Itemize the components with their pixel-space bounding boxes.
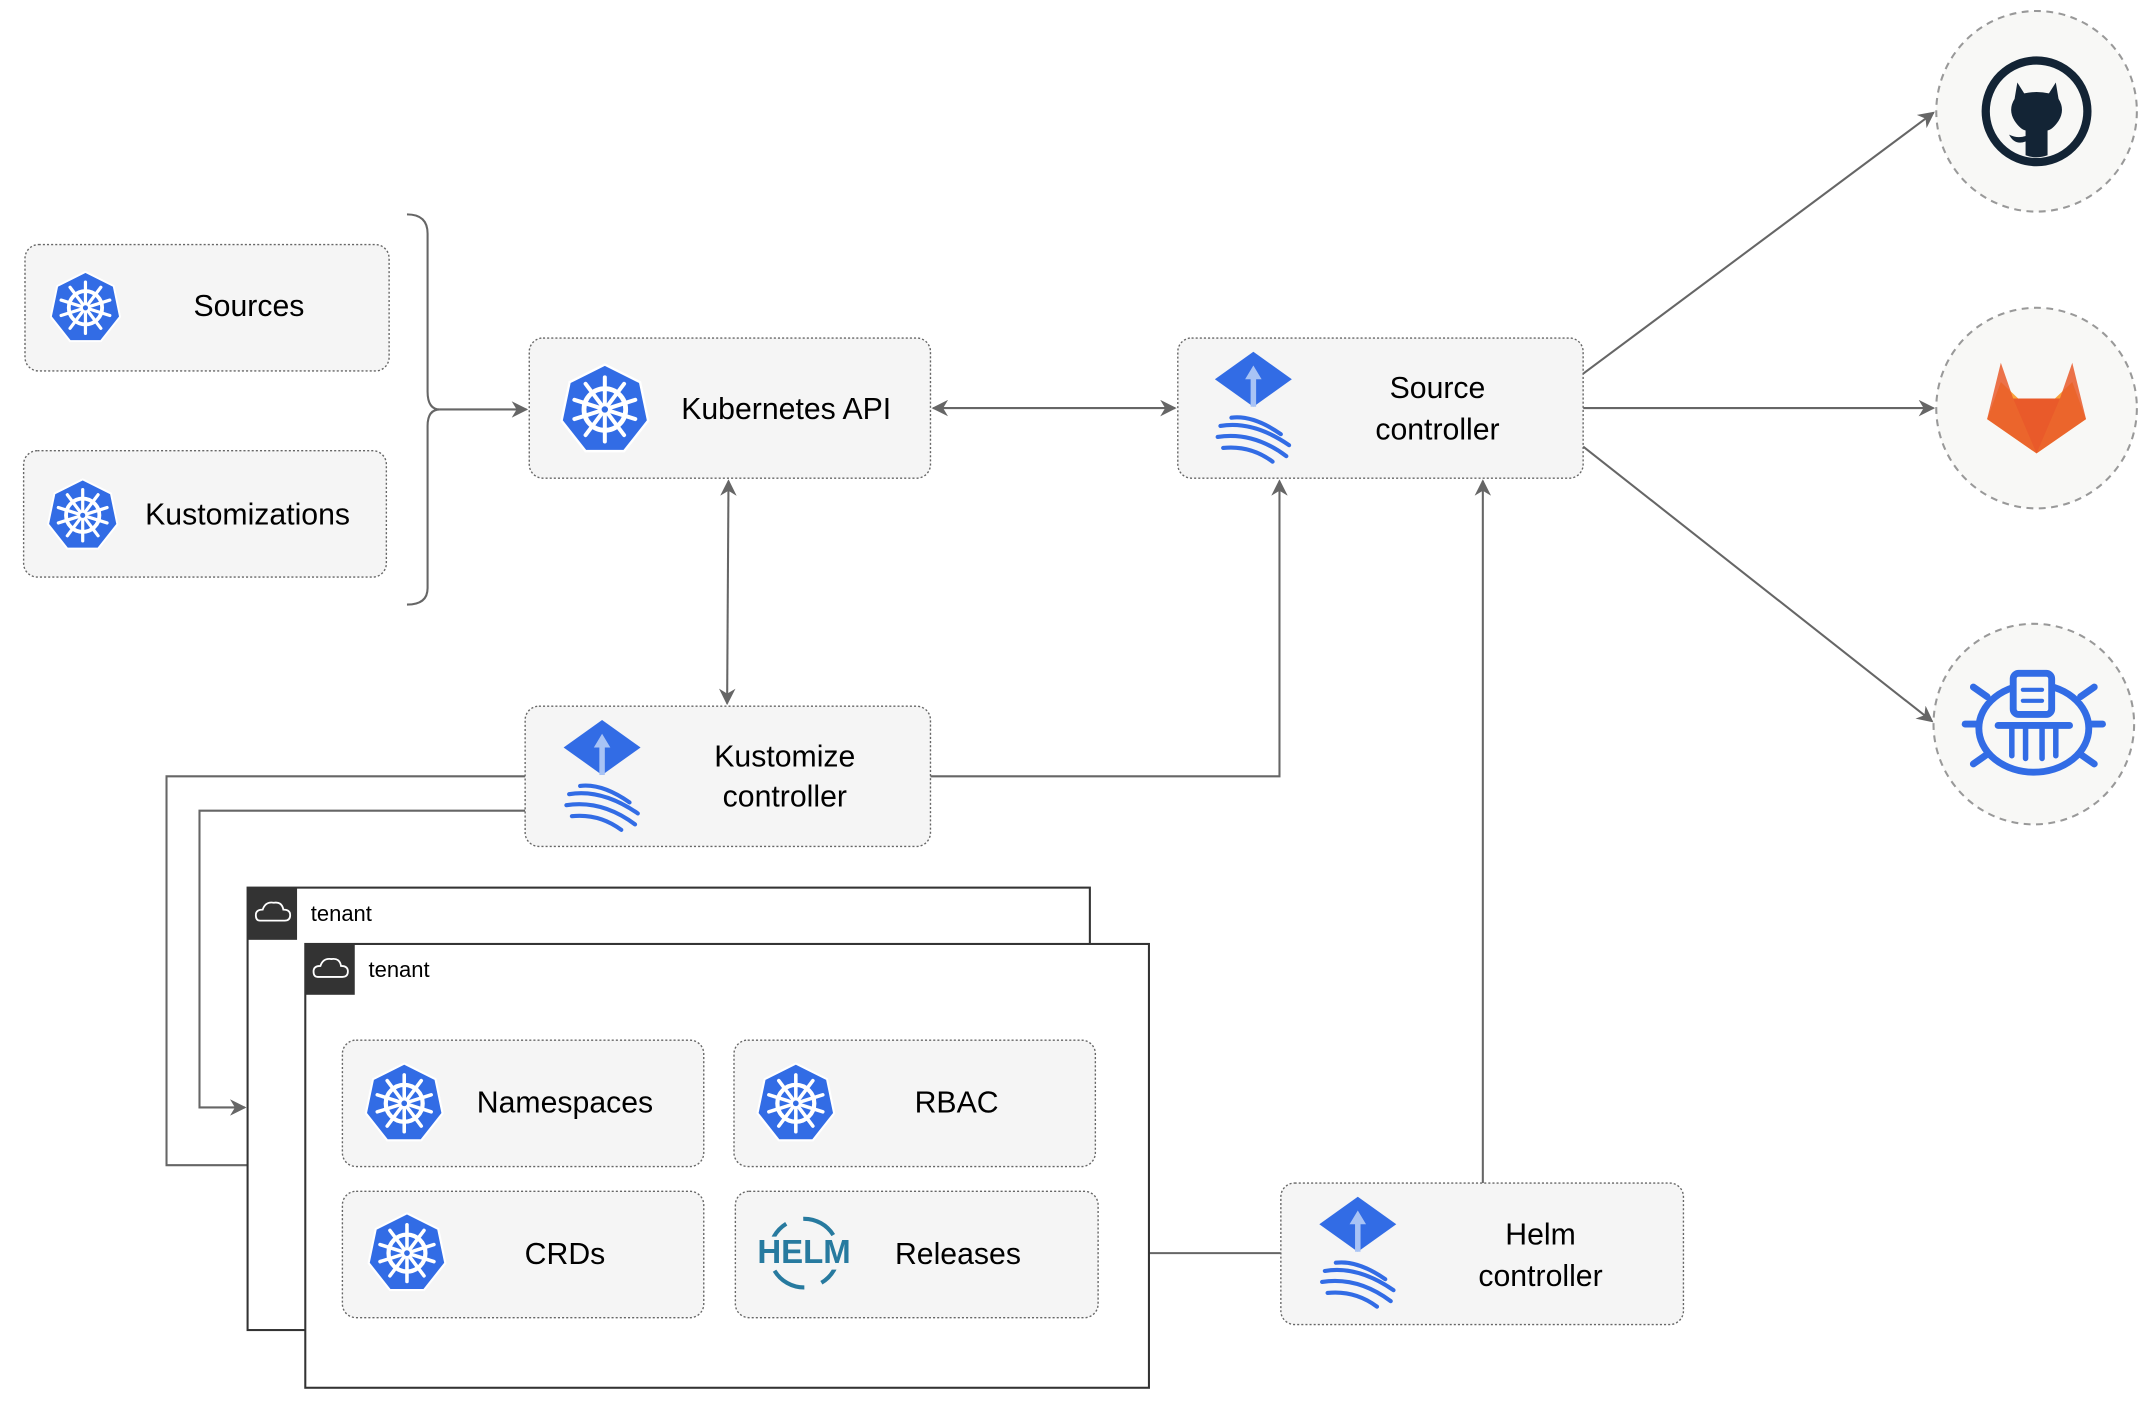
kustomizations-label: Kustomizations: [145, 499, 350, 532]
kustomize-controller-node[interactable]: Kustomize controller: [524, 705, 932, 848]
bucket-icon: [1961, 669, 2106, 776]
gitlab-icon: [1987, 362, 2087, 454]
crds-node[interactable]: CRDs: [341, 1190, 705, 1319]
tenant-label: tenant: [369, 957, 430, 982]
github-source[interactable]: [1935, 9, 2138, 213]
bucket-source[interactable]: [1932, 622, 2136, 826]
tenant-group-front[interactable]: tenant Namespaces RBAC CRDs HELM Release…: [304, 942, 1150, 1389]
edge-source-to-github: [1582, 111, 1935, 375]
crds-label: CRDs: [525, 1238, 606, 1271]
namespaces-label: Namespaces: [477, 1087, 653, 1120]
edge-api-kustomize-controller: [718, 479, 737, 706]
github-icon: [1981, 56, 2092, 167]
kubernetes-api-label: Kubernetes API: [681, 393, 891, 426]
source-controller-label-line2: controller: [1375, 413, 1499, 446]
svg-text:HELM: HELM: [757, 1233, 850, 1270]
kustomizations-node[interactable]: Kustomizations: [22, 449, 388, 578]
cloud-icon: [312, 957, 349, 978]
releases-node[interactable]: HELM Releases: [734, 1190, 1099, 1319]
helm-controller-label-line1: Helm: [1505, 1219, 1576, 1252]
tenant-label: tenant: [311, 901, 372, 926]
gitlab-source[interactable]: [1935, 306, 2138, 510]
kubernetes-api-node[interactable]: Kubernetes API: [528, 337, 932, 479]
sources-brace: [406, 213, 441, 606]
helm-controller-node[interactable]: Helm controller: [1280, 1182, 1685, 1326]
source-controller-label-line1: Source: [1390, 372, 1486, 405]
edge-source-to-bucket: [1582, 445, 1934, 723]
helm-icon: HELM: [755, 1216, 853, 1290]
sources-node[interactable]: Sources: [24, 243, 390, 372]
namespaces-node[interactable]: Namespaces: [341, 1039, 705, 1168]
kustomize-controller-label-line1: Kustomize: [714, 740, 855, 773]
releases-label: Releases: [895, 1238, 1021, 1271]
helm-controller-label-line2: controller: [1478, 1260, 1602, 1293]
source-controller-node[interactable]: Source controller: [1177, 337, 1584, 479]
rbac-node[interactable]: RBAC: [733, 1039, 1097, 1168]
edge-kustomize-to-tenant-1: [198, 809, 526, 1116]
edge-kustomize-to-source: [930, 479, 1288, 778]
sources-label: Sources: [194, 290, 305, 323]
kustomize-controller-label-line2: controller: [723, 780, 847, 813]
cloud-icon: [254, 901, 292, 922]
edge-kustomize-to-tenant-2: [165, 775, 526, 1174]
rbac-label: RBAC: [915, 1087, 999, 1120]
